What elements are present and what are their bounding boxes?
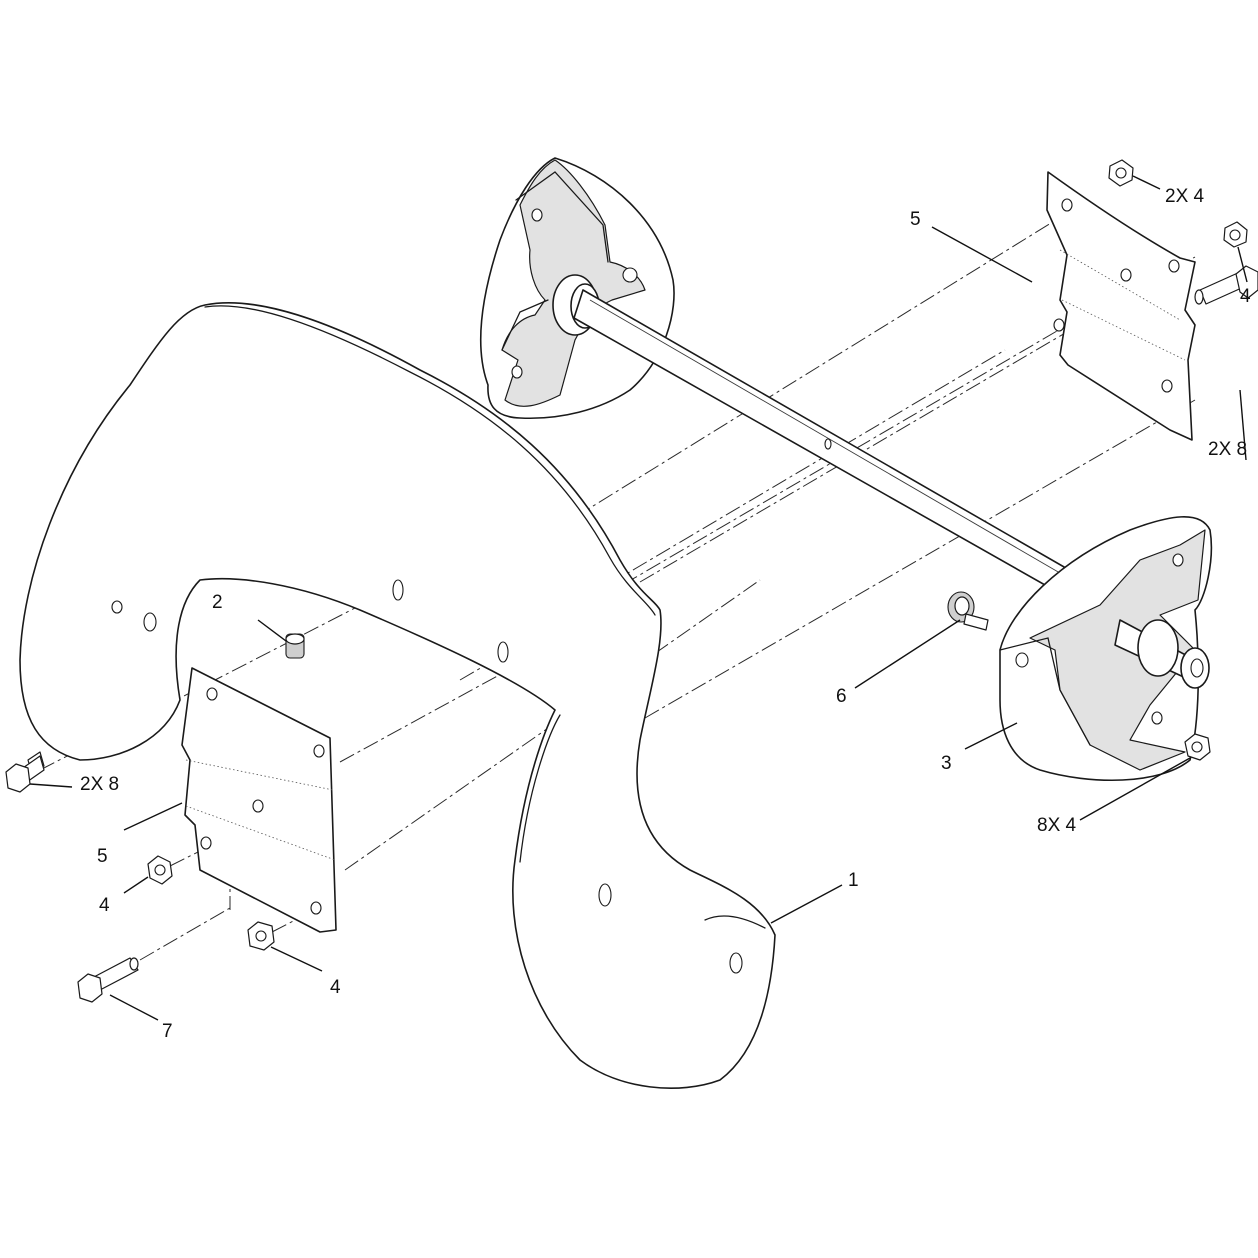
hex-nut-bottom [247, 921, 275, 951]
callout-4-right: 4 [1240, 286, 1251, 307]
callout-2: 2 [212, 592, 223, 613]
callout-6: 6 [836, 686, 847, 707]
callout-2x8-left: 2X 8 [80, 774, 119, 795]
auger-shaft [573, 289, 1079, 599]
callout-3: 3 [941, 753, 952, 774]
callout-5-top: 5 [910, 209, 921, 230]
hub-plate-upper [480, 157, 675, 420]
leader-lines [29, 175, 1248, 1021]
long-hex-bolt [77, 957, 139, 1003]
spacer-bushing [285, 633, 305, 659]
auger-flight-blade [19, 302, 776, 1089]
hex-nut-left [147, 855, 173, 885]
shoulder-bolt [947, 591, 989, 631]
callout-2x8-right: 2X 8 [1208, 439, 1247, 460]
callout-5-left: 5 [97, 846, 108, 867]
hex-nut-right [1223, 221, 1248, 248]
callout-4-left: 4 [99, 895, 110, 916]
callout-7: 7 [162, 1021, 173, 1042]
bracket-plate-lower [181, 667, 337, 933]
hex-bolt-left [5, 751, 45, 793]
callout-4-bottom: 4 [330, 977, 341, 998]
hex-nut-hub [1184, 733, 1211, 761]
hex-nut-top [1108, 159, 1134, 187]
callout-8x4: 8X 4 [1037, 815, 1077, 836]
hex-bolt-right [1194, 265, 1258, 305]
hub-plate-lower [999, 516, 1213, 782]
callout-1: 1 [848, 870, 859, 891]
callout-2x4-top: 2X 4 [1165, 186, 1205, 207]
bracket-plate-upper [1046, 171, 1196, 441]
